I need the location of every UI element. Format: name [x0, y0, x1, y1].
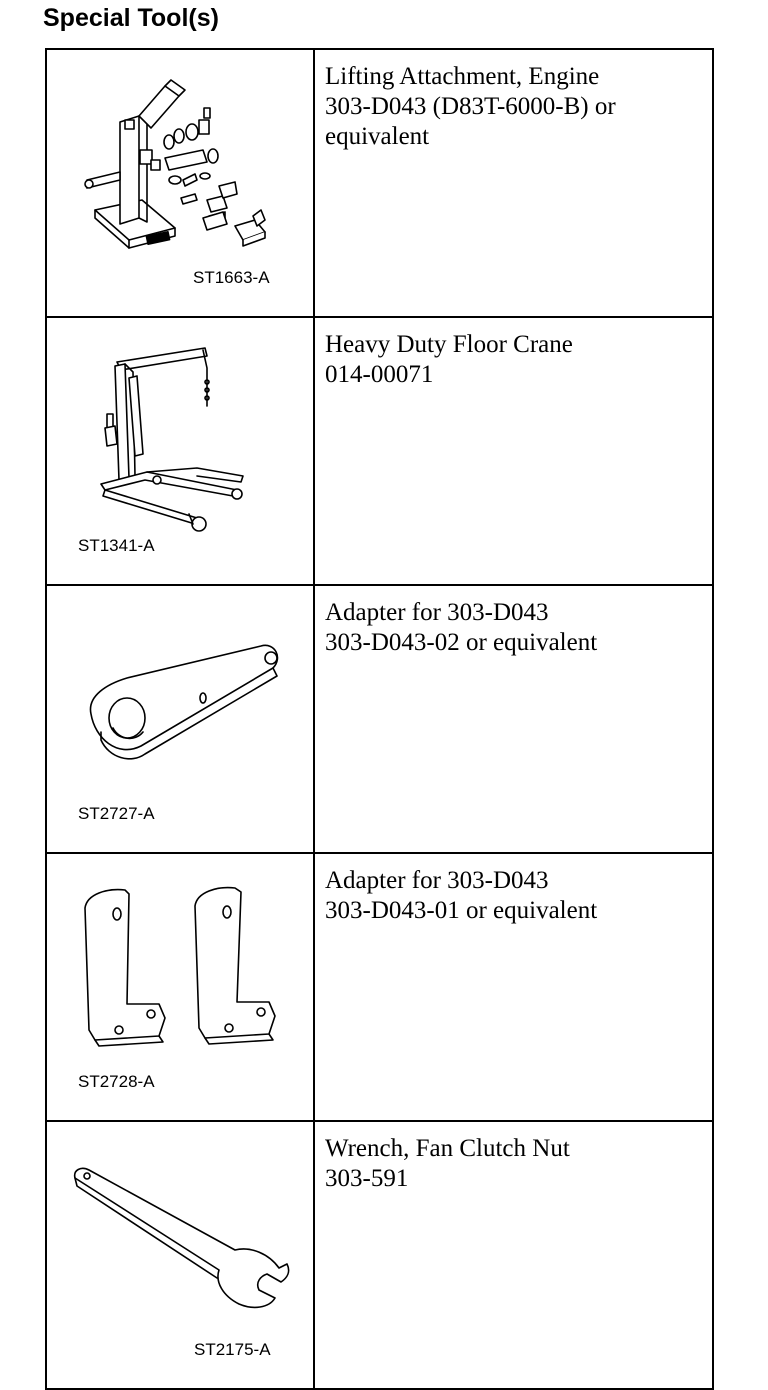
tool-code: ST2728-A: [78, 1072, 155, 1091]
tool-description: Adapter for 303-D043 303-D043-02 or equi…: [313, 584, 714, 854]
table-row: ST1341-A Heavy Duty Floor Crane 014-0007…: [45, 316, 714, 586]
tool-code: ST1663-A: [193, 268, 270, 287]
tool-code: ST2727-A: [78, 804, 155, 823]
tool-illustration-cell: ST2175-A: [45, 1120, 315, 1390]
tool-description-line: equivalent: [325, 123, 430, 150]
tool-description-line: 303-591: [325, 1165, 409, 1192]
table-row: ST1663-A Lifting Attachment, Engine 303-…: [45, 48, 714, 318]
tool-description-line: Adapter for 303-D043: [325, 867, 549, 894]
tool-illustration-cell: ST2728-A: [45, 852, 315, 1122]
adapter-plate-icon: [89, 644, 279, 760]
table-row: ST2727-A Adapter for 303-D043 303-D043-0…: [45, 584, 714, 854]
table-row: ST2175-A Wrench, Fan Clutch Nut 303-591: [45, 1120, 714, 1390]
table-row: ST2728-A Adapter for 303-D043 303-D043-0…: [45, 852, 714, 1122]
adapter-brackets-icon: [84, 886, 276, 1047]
tool-description-line: 303-D043-01 or equivalent: [325, 897, 598, 924]
tool-description: Heavy Duty Floor Crane 014-00071: [313, 316, 714, 586]
tool-code: ST1341-A: [78, 536, 155, 555]
tool-description-line: 303-D043 (D83T-6000-B) or: [325, 93, 616, 120]
tool-description-line: Wrench, Fan Clutch Nut: [325, 1135, 570, 1162]
special-tools-table: ST1663-A Lifting Attachment, Engine 303-…: [45, 48, 714, 1390]
tool-description-line: 014-00071: [325, 361, 434, 388]
tool-illustration-cell: ST2727-A: [45, 584, 315, 854]
page-title: Special Tool(s): [43, 4, 219, 32]
tool-code: ST2175-A: [194, 1340, 271, 1359]
tool-description-line: Adapter for 303-D043: [325, 599, 549, 626]
tool-description-line: Heavy Duty Floor Crane: [325, 331, 573, 358]
tool-description-line: Lifting Attachment, Engine: [325, 63, 600, 90]
lifting-attachment-icon: [84, 79, 266, 249]
tool-description: Adapter for 303-D043 303-D043-01 or equi…: [313, 852, 714, 1122]
tool-illustration-cell: ST1663-A: [45, 48, 315, 318]
tool-description-line: 303-D043-02 or equivalent: [325, 629, 598, 656]
tool-illustration-cell: ST1341-A: [45, 316, 315, 586]
wrench-icon: [73, 1167, 290, 1309]
floor-crane-icon: [100, 347, 244, 532]
tool-description: Lifting Attachment, Engine 303-D043 (D83…: [313, 48, 714, 318]
tool-description: Wrench, Fan Clutch Nut 303-591: [313, 1120, 714, 1390]
